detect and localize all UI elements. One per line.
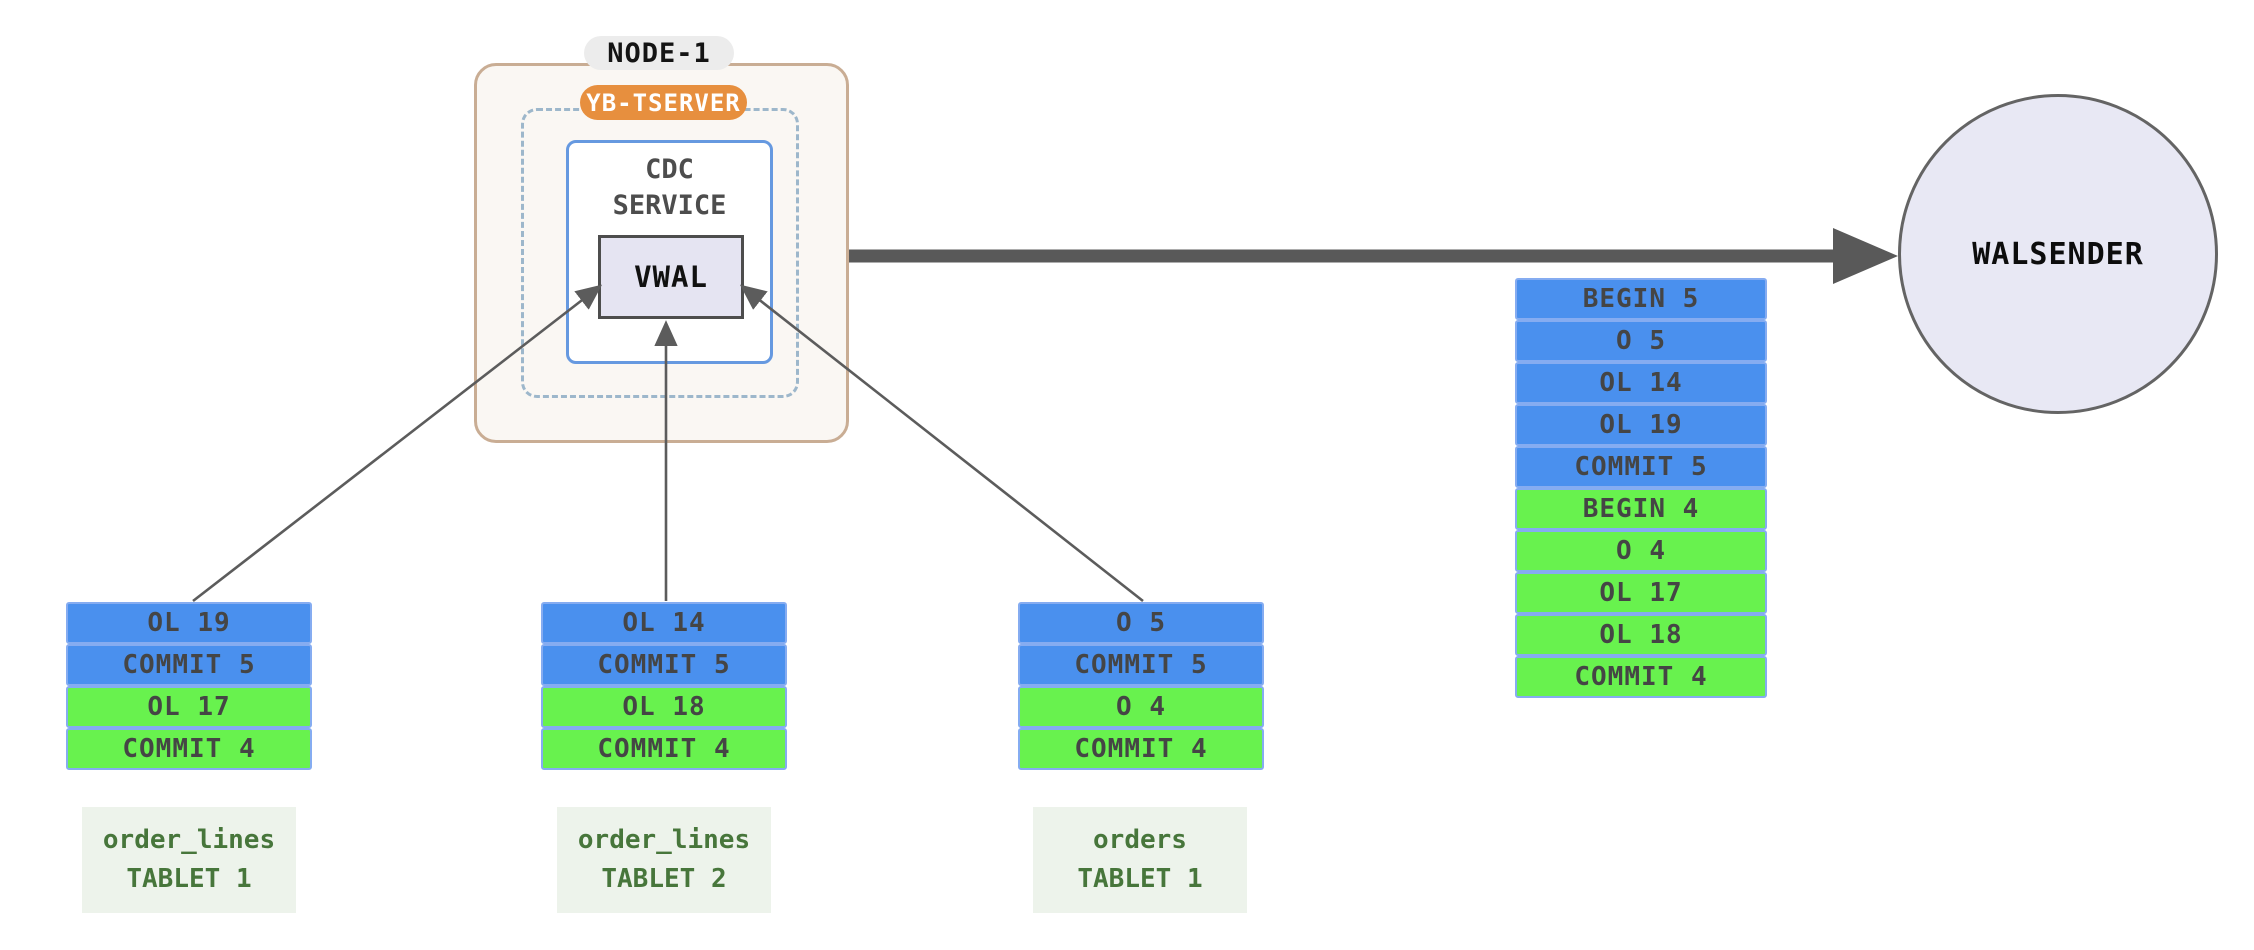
wal-record: COMMIT 5: [1515, 446, 1767, 488]
wal-record: COMMIT 4: [1018, 728, 1264, 770]
wal-record: COMMIT 5: [1018, 644, 1264, 686]
wal-record: OL 17: [1515, 572, 1767, 614]
wal-record: OL 18: [541, 686, 787, 728]
tablet-number: TABLET 1: [1077, 864, 1203, 894]
wal-record: COMMIT 4: [541, 728, 787, 770]
wal-record: OL 14: [1515, 362, 1767, 404]
tablet-name: order_lines: [577, 825, 751, 855]
wal-record: COMMIT 4: [66, 728, 312, 770]
yb-tserver-badge: YB-TSERVER: [580, 85, 747, 120]
wal-record: O 5: [1515, 320, 1767, 362]
cdc-service-label: CDC SERVICE: [612, 154, 727, 222]
walsender-label: WALSENDER: [1972, 236, 2144, 272]
wal-record: BEGIN 5: [1515, 278, 1767, 320]
wal-record: BEGIN 4: [1515, 488, 1767, 530]
wal-record: O 4: [1018, 686, 1264, 728]
wal-record: COMMIT 4: [1515, 656, 1767, 698]
wal-record: OL 17: [66, 686, 312, 728]
vwal-box: VWAL: [598, 235, 744, 319]
wal-record: OL 19: [66, 602, 312, 644]
node-1-label: NODE-1: [584, 36, 734, 70]
arrow-cdc-to-walsender: [849, 228, 1898, 284]
order-lines-tablet-2-label: order_lines TABLET 2: [557, 807, 771, 913]
tablet-number: TABLET 2: [601, 864, 727, 894]
wal-record: OL 18: [1515, 614, 1767, 656]
wal-record: OL 19: [1515, 404, 1767, 446]
wal-record: COMMIT 5: [541, 644, 787, 686]
tablet-number: TABLET 1: [126, 864, 252, 894]
wal-record: O 5: [1018, 602, 1264, 644]
tablet-name: orders: [1093, 825, 1187, 855]
wal-record: O 4: [1515, 530, 1767, 572]
tablet-name: order_lines: [102, 825, 276, 855]
wal-record: OL 14: [541, 602, 787, 644]
walsender-circle: WALSENDER: [1898, 94, 2218, 414]
wal-record: COMMIT 5: [66, 644, 312, 686]
order-lines-tablet-1-label: order_lines TABLET 1: [82, 807, 296, 913]
orders-tablet-1-label: orders TABLET 1: [1033, 807, 1247, 913]
